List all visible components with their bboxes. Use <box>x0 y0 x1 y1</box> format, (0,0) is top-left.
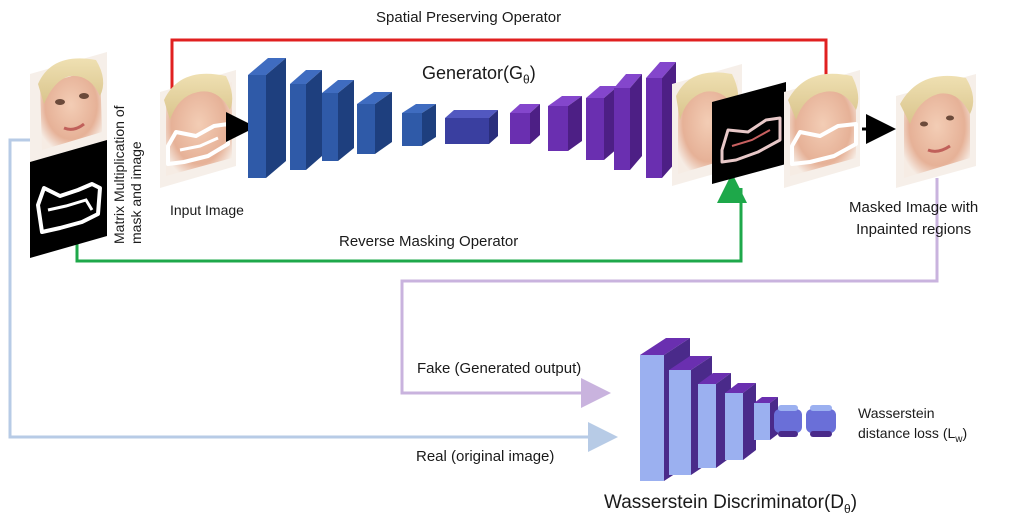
discriminator-title: Wasserstein Discriminator(Dθ) <box>604 492 858 516</box>
generator-bottleneck <box>445 110 498 144</box>
input-masked-image <box>160 70 236 188</box>
real-label: Real (original image) <box>416 448 555 465</box>
original-face-image <box>30 52 107 162</box>
wasserstein-loss-label: Wasserstein distance loss (Lw) <box>858 405 968 445</box>
encoder-block-1 <box>248 58 286 178</box>
discriminator <box>640 338 836 481</box>
disc-capsule-2 <box>806 405 836 437</box>
spatial-preserving-label: Spatial Preserving Operator <box>376 9 562 26</box>
matrix-multiplication-label: Matrix Multiplication of mask and image <box>111 105 144 245</box>
input-image-label: Input Image <box>170 202 244 218</box>
encoder-block-4 <box>357 92 392 154</box>
spatial-preserving-arrow <box>170 38 828 92</box>
decoder-block-3 <box>586 86 618 160</box>
decoder-block-5 <box>646 62 676 178</box>
inpainted-face-image <box>896 74 976 188</box>
disc-capsule-1 <box>774 405 802 437</box>
fake-arrow <box>400 178 939 408</box>
reverse-masking-label: Reverse Masking Operator <box>339 233 519 250</box>
real-arrow <box>8 138 618 452</box>
reverse-masking-arrow <box>75 173 747 263</box>
masked-image-label: Masked Image with Inpainted regions <box>849 199 979 238</box>
decoder-block-1 <box>510 104 540 144</box>
generator-encoder <box>248 58 436 178</box>
fake-label: Fake (Generated output) <box>417 360 582 377</box>
mask-image <box>30 140 107 258</box>
disc-block-4 <box>725 383 756 460</box>
masked-face-image <box>784 70 860 188</box>
decoder-block-2 <box>548 96 582 151</box>
generator-title: Generator(Gθ) <box>422 63 536 87</box>
decoder-block-4 <box>614 74 642 170</box>
generated-mask-image <box>712 82 786 184</box>
encoder-block-5 <box>402 104 436 146</box>
encoder-block-2 <box>290 70 322 170</box>
encoder-block-3 <box>322 80 354 161</box>
